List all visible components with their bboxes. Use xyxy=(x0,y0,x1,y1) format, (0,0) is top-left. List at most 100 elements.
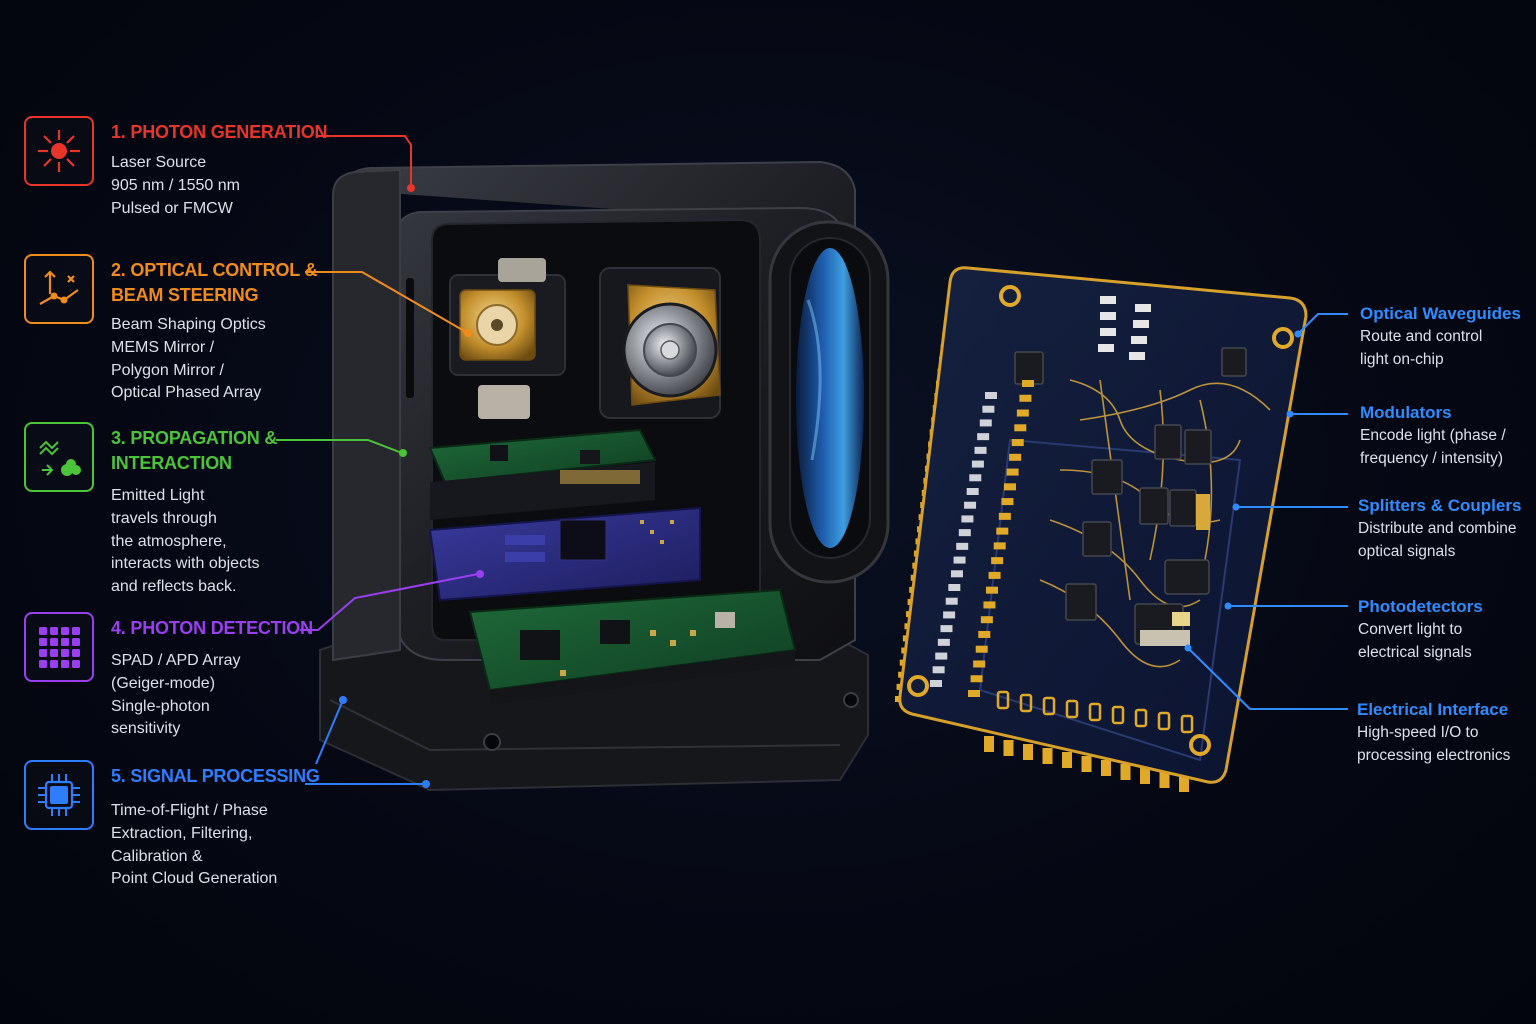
leader-lines xyxy=(276,135,1348,788)
chip-label-title: Electrical Interface xyxy=(1357,700,1509,719)
label-photodetectors: Photodetectors Convert light to electric… xyxy=(1358,596,1536,664)
step-detail: the atmosphere, xyxy=(111,532,227,550)
label-electrical-interface: Electrical Interface High-speed I/O to p… xyxy=(1357,699,1536,767)
step-title: 1. PHOTON GENERATION xyxy=(111,122,328,142)
pad xyxy=(1088,702,1102,722)
edge-pad xyxy=(1003,740,1014,756)
edge-pad xyxy=(1101,760,1111,776)
label-modulators: Modulators Encode light (phase / frequen… xyxy=(1360,402,1536,470)
edge-pad xyxy=(1140,768,1150,784)
pad xyxy=(979,419,992,427)
step-detail: Point Cloud Generation xyxy=(111,870,278,888)
chip-label-detail: High-speed I/O to xyxy=(1357,724,1479,741)
pad xyxy=(975,645,988,653)
pad xyxy=(968,690,980,697)
step-detail: Emitted Light xyxy=(111,487,205,504)
edge-pad xyxy=(1023,744,1033,760)
pad xyxy=(966,488,979,495)
chip-label-detail: Route and control xyxy=(1360,328,1483,345)
pad xyxy=(988,571,1001,579)
pad xyxy=(953,556,966,564)
spad-array-icon xyxy=(24,612,94,682)
pad xyxy=(982,405,995,413)
pad xyxy=(974,446,987,454)
pad xyxy=(1004,483,1016,491)
pad xyxy=(935,652,948,660)
step-title: 4. PHOTON DETECTION xyxy=(111,618,313,638)
chip-label-detail: frequency / intensity) xyxy=(1360,450,1504,467)
step-detail: Single-photon xyxy=(111,697,210,715)
pad xyxy=(971,460,984,468)
pad xyxy=(985,392,997,399)
step-detail: MEMS Mirror / xyxy=(111,338,215,356)
pad xyxy=(945,597,958,605)
step-detail: Beam Shaping Optics xyxy=(111,316,266,333)
pad xyxy=(998,512,1011,520)
chip-label-detail: Convert light to xyxy=(1358,621,1463,638)
pad xyxy=(993,542,1006,550)
pad xyxy=(937,638,950,646)
laser-burst-icon xyxy=(24,116,94,186)
pad xyxy=(970,675,983,683)
pad xyxy=(956,542,969,550)
pad xyxy=(969,474,982,482)
chip-label-title: Modulators xyxy=(1360,403,1452,422)
pad xyxy=(991,557,1004,565)
step-detail: travels through xyxy=(111,509,217,527)
pad xyxy=(1006,468,1019,476)
pad xyxy=(958,529,971,537)
chip-label-title: Optical Waveguides xyxy=(1360,304,1521,323)
edge-pad xyxy=(1120,764,1131,780)
step-detail: Optical Phased Array xyxy=(111,384,262,402)
step-detail: Laser Source xyxy=(111,154,207,171)
chip-label-title: Photodetectors xyxy=(1358,597,1483,616)
pad xyxy=(980,616,993,624)
edge-pad xyxy=(1042,748,1053,764)
photonic-chip-board xyxy=(895,266,1308,792)
edge-pad xyxy=(1179,776,1189,792)
pad xyxy=(996,690,1010,710)
step-detail: 905 nm / 1550 nm xyxy=(111,176,240,194)
edge-pad xyxy=(1081,756,1092,772)
pad xyxy=(943,611,956,619)
beam-steering-icon xyxy=(24,254,94,324)
step-detail: interacts with objects xyxy=(111,555,260,573)
step-detail: Pulsed or FMCW xyxy=(111,199,233,217)
pad xyxy=(932,666,945,674)
pad xyxy=(961,515,974,523)
edge-pad xyxy=(1159,772,1170,788)
pad xyxy=(1001,498,1014,506)
step-detail: Polygon Mirror / xyxy=(111,361,224,379)
step-detail: (Geiger-mode) xyxy=(111,674,216,692)
pad xyxy=(948,584,961,591)
edge-pad xyxy=(984,736,994,752)
chip-label-detail: optical signals xyxy=(1358,543,1456,560)
pad xyxy=(930,680,942,687)
step-detail: and reflects back. xyxy=(111,578,237,596)
pad xyxy=(1157,711,1171,731)
pad xyxy=(1019,394,1032,402)
pad xyxy=(1019,693,1033,713)
chip-label-detail: processing electronics xyxy=(1357,747,1511,764)
pad xyxy=(940,625,953,633)
edge-pad xyxy=(1062,752,1072,768)
lidar-housing xyxy=(319,160,890,792)
chip-label-detail: light on-chip xyxy=(1360,351,1444,368)
pad xyxy=(1022,380,1034,387)
pad xyxy=(973,660,986,668)
chip-label-detail: electrical signals xyxy=(1358,644,1472,661)
pad xyxy=(996,527,1009,535)
step-detail: Time-of-Flight / Phase xyxy=(111,802,268,819)
pad xyxy=(1011,439,1024,447)
step-title: 2. OPTICAL CONTROL & BEAM STEERING xyxy=(111,260,318,305)
pad xyxy=(1111,705,1125,725)
step-title: 5. SIGNAL PROCESSING xyxy=(111,766,320,786)
pad xyxy=(1134,708,1148,728)
pad xyxy=(1042,696,1056,716)
chip-pad-rows xyxy=(930,380,1194,734)
pad xyxy=(964,501,977,509)
pad xyxy=(983,601,996,609)
chip-label-title: Splitters & Couplers xyxy=(1358,496,1522,515)
